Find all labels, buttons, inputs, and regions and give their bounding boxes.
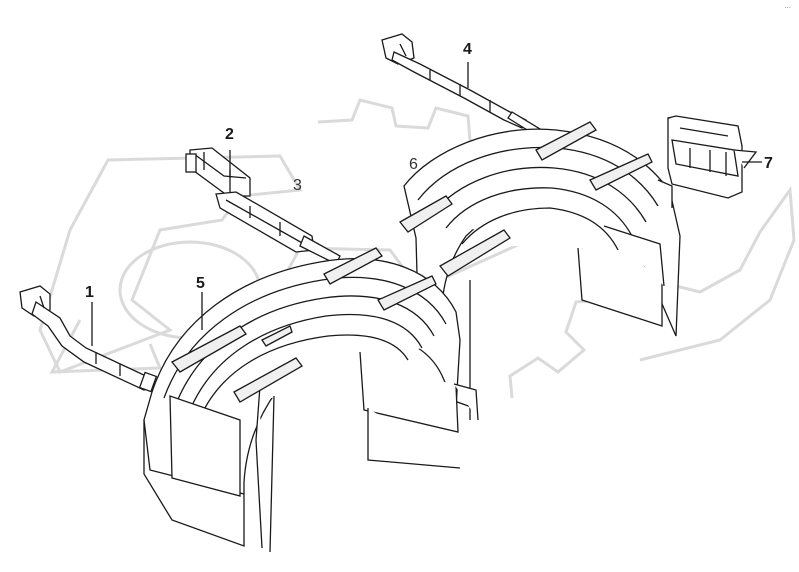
callout-2: 2 xyxy=(225,126,234,143)
callout-5: 5 xyxy=(196,275,205,292)
bracket-2 xyxy=(185,147,251,197)
leader-lines xyxy=(91,62,762,346)
callout-1: 1 xyxy=(85,284,94,301)
callout-6: 6 xyxy=(409,156,418,173)
callout-3: 3 xyxy=(293,177,302,194)
callout-4: 4 xyxy=(463,41,472,58)
rear-fender-6 xyxy=(399,121,681,420)
fender-6-clips xyxy=(399,121,653,277)
corner-mark: ... xyxy=(784,2,791,10)
callout-7: 7 xyxy=(764,155,773,172)
fender-5-clips xyxy=(171,247,437,403)
front-fender-5 xyxy=(143,247,479,553)
mounting-plate-7 xyxy=(667,115,758,199)
bracket-arm-1 xyxy=(19,285,158,393)
cross-tube-3 xyxy=(215,191,341,265)
